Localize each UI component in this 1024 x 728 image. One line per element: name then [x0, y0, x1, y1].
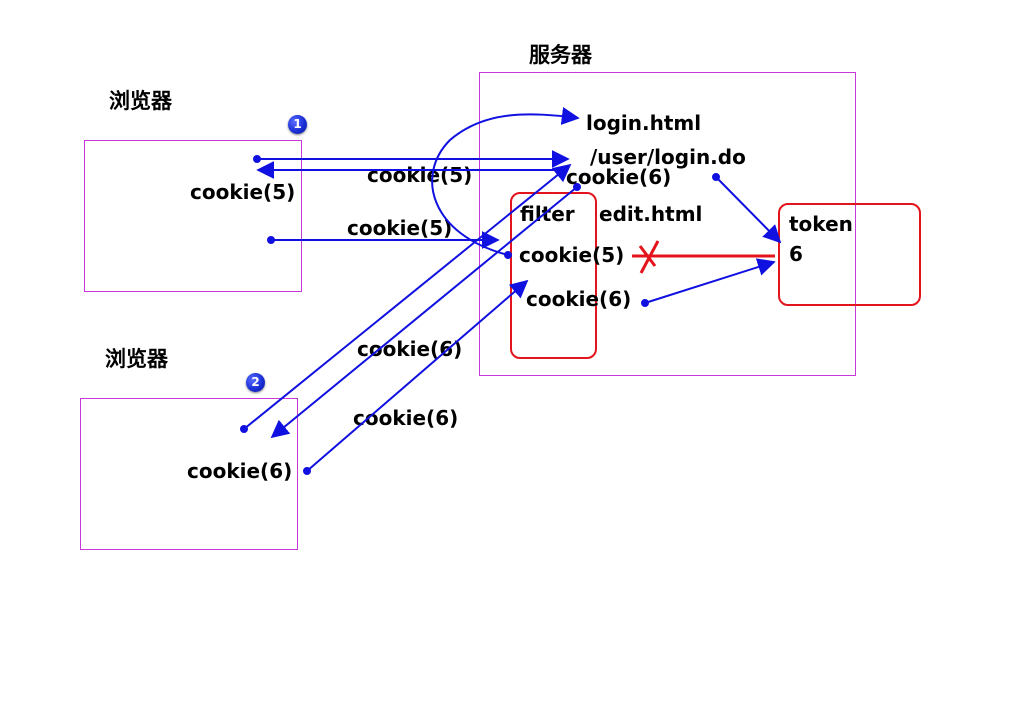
- arrow-b2-to-filter: [306, 279, 529, 472]
- token-label: token: [789, 212, 853, 236]
- browser-2-box: [80, 398, 298, 550]
- login-html-label: login.html: [586, 111, 702, 135]
- edit-html-label: edit.html: [599, 202, 703, 226]
- arrow-cookie-to-token: [715, 176, 782, 244]
- filter-cookie-6: cookie(6): [526, 287, 632, 311]
- login-do-label: /user/login.do: [590, 145, 746, 169]
- server-cookie-6-label: cookie(6): [566, 165, 672, 189]
- edge-label-b1-mid: cookie(5): [347, 216, 453, 240]
- dot-cookie-to-token: [712, 173, 720, 181]
- arrow-redirect-login: [431, 107, 580, 256]
- arrow-b2-response: [270, 186, 578, 439]
- browser-1-title: 浏览器: [109, 89, 172, 113]
- dot-redirect-login: [504, 251, 512, 259]
- arrow-filter6-to-token: [644, 258, 776, 304]
- browser-2-cookie: cookie(6): [187, 459, 293, 483]
- edge-label-b2-low: cookie(6): [353, 406, 459, 430]
- server-title: 服务器: [529, 43, 592, 67]
- dot-b2-response: [573, 183, 581, 191]
- dot-b1-to-filter: [267, 236, 275, 244]
- dot-b2-request: [240, 425, 248, 433]
- token-box: [778, 203, 921, 306]
- token-value: 6: [789, 242, 803, 266]
- dot-filter6-to-token: [641, 299, 649, 307]
- browser-2-title: 浏览器: [105, 347, 168, 371]
- mismatch-indicator: [632, 240, 775, 274]
- browser-1-cookie: cookie(5): [190, 180, 296, 204]
- edge-label-b2-up: cookie(6): [357, 337, 463, 361]
- dot-b2-to-filter: [303, 467, 311, 475]
- arrow-b2-request: [243, 163, 572, 430]
- mismatch-cross: [638, 240, 660, 274]
- filter-box: [510, 192, 597, 359]
- filter-cookie-5: cookie(5): [519, 243, 625, 267]
- step-1-badge: 1: [288, 115, 307, 134]
- step-2-badge: 2: [246, 373, 265, 392]
- filter-label: filter: [520, 202, 575, 226]
- browser-1-box: [84, 140, 302, 292]
- dot-b1-request: [253, 155, 261, 163]
- server-box: [479, 72, 856, 376]
